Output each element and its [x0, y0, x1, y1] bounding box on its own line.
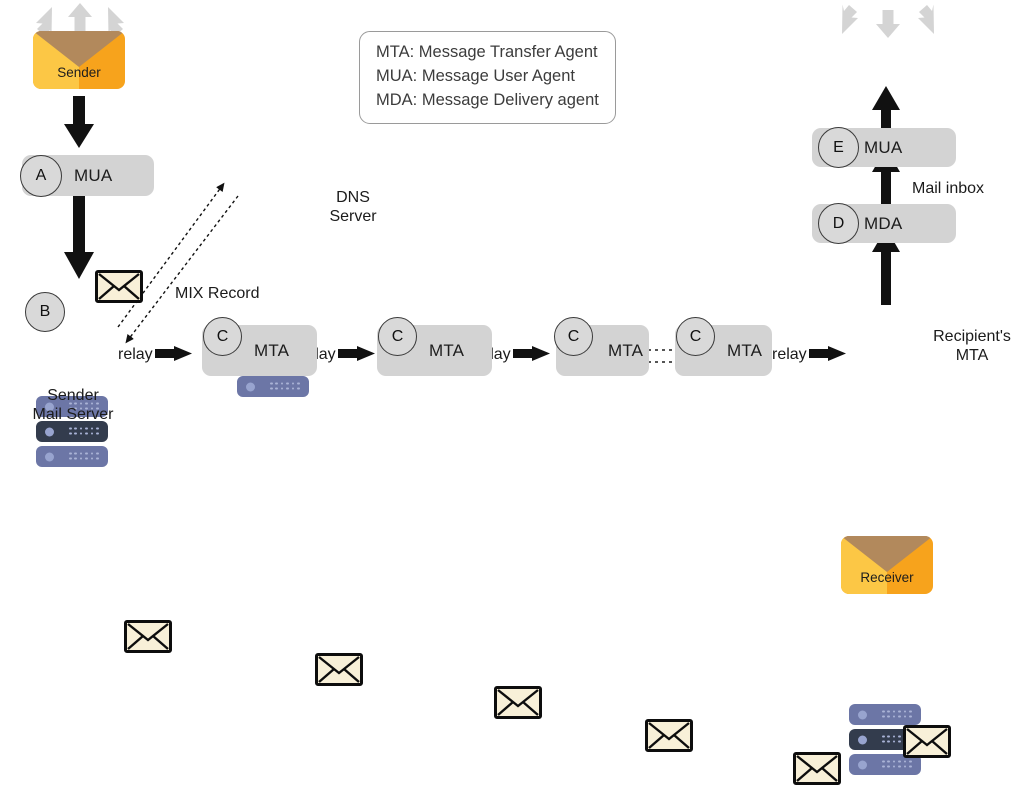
- recipient-slot-top: [849, 704, 921, 725]
- legend-line-mta: MTA: Message Transfer Agent: [376, 43, 598, 61]
- step-badge-e: E: [818, 127, 859, 168]
- message-envelope-3: [494, 686, 542, 719]
- sender-mail-server-label: Sender Mail Server: [32, 387, 114, 424]
- legend-line-mua: MUA: Message User Agent: [376, 66, 575, 85]
- relay-arrow-4: [809, 346, 846, 361]
- step-badge-a: A: [20, 155, 62, 197]
- mta-ellipsis-link: [648, 349, 676, 363]
- recipient-mta-label: Recipient's MTA: [933, 328, 1011, 365]
- step-badge-c-3: C: [554, 317, 593, 356]
- step-badge-c-4: C: [676, 317, 715, 356]
- relay-label-4: relay: [772, 346, 807, 363]
- mail-inbox-label: Mail inbox: [912, 180, 985, 197]
- mix-record-label: MIX Record: [175, 285, 260, 302]
- relay-arrow-3: [513, 346, 550, 361]
- step-badge-b: B: [25, 292, 65, 332]
- sender-envelope: Sender: [33, 31, 125, 89]
- server-slot-bot: [36, 446, 108, 467]
- arrow-mua-to-mailserver: [64, 196, 94, 279]
- arrow-mua-to-receiver: [872, 86, 900, 130]
- receiver-envelope-label: Receiver: [860, 570, 914, 585]
- server-slot-top: [36, 396, 108, 417]
- arrow-sender-to-mua: [64, 96, 94, 148]
- mta-label-4: MTA: [727, 340, 763, 360]
- step-badge-c-1: C: [203, 317, 242, 356]
- message-envelope-2: [315, 653, 363, 686]
- legend-box: MTA: Message Transfer Agent MUA: Message…: [359, 31, 616, 124]
- recipient-mua-label: MUA: [864, 137, 903, 157]
- mta-label-2: MTA: [429, 340, 465, 360]
- message-envelope-mda: [903, 725, 951, 758]
- dns-server-label: DNS Server: [329, 189, 377, 226]
- recipient-mda-label: MDA: [864, 213, 903, 233]
- relay-arrow-1: [155, 346, 192, 361]
- message-envelope-1: [124, 620, 172, 653]
- mta-label-1: MTA: [254, 340, 290, 360]
- mta-label-3: MTA: [608, 340, 644, 360]
- sender-envelope-label: Sender: [57, 65, 101, 80]
- receiver-envelope: Receiver: [841, 536, 933, 594]
- message-envelope-sender-mua: [95, 270, 143, 303]
- message-envelope-4: [645, 719, 693, 752]
- message-envelope-5: [793, 752, 841, 785]
- diagram-canvas: MTA: Message Transfer Agent MUA: Message…: [20, 3, 1011, 785]
- legend-line-mda: MDA: Message Delivery agent: [376, 90, 599, 109]
- dns-slot-bot: [237, 376, 309, 397]
- sender-mua-label: MUA: [74, 165, 113, 185]
- receiver-radiating-arrows: [842, 4, 934, 38]
- step-badge-d: D: [818, 203, 859, 244]
- relay-arrow-2: [338, 346, 375, 361]
- relay-label-1: relay: [118, 346, 153, 363]
- step-badge-c-2: C: [378, 317, 417, 356]
